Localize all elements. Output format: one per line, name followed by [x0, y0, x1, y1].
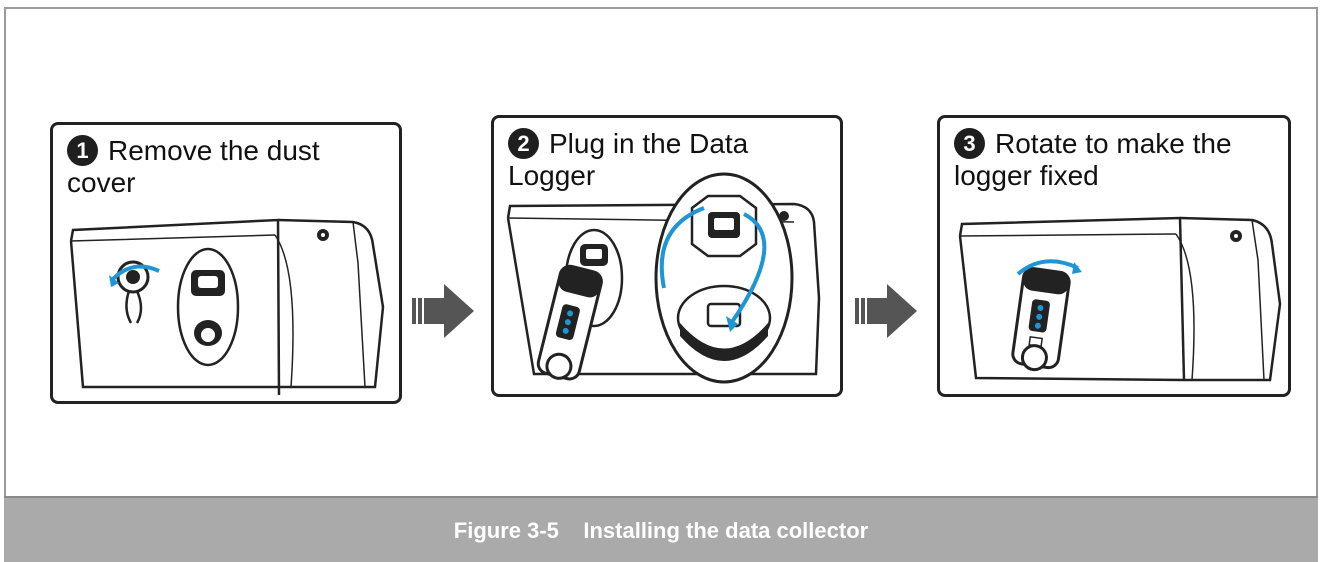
step-number-badge: 2 [508, 128, 539, 159]
step-label: Remove the dust cover [67, 135, 320, 198]
right-arrow-icon [412, 284, 474, 338]
figure-caption: Figure 3-5 Installing the data collector [453, 518, 869, 543]
inverter-dust-cover-illustration [69, 218, 385, 396]
right-arrow-icon [855, 284, 917, 338]
rotate-logger-illustration [958, 216, 1282, 382]
caption-bar: Figure 3-5 Installing the data collector [4, 496, 1318, 562]
step-label: Rotate to make the logger fixed [954, 128, 1232, 191]
step-number-badge: 1 [67, 135, 98, 166]
step-number-badge: 3 [954, 128, 985, 159]
plug-in-logger-illustration [506, 172, 821, 384]
step-label: Plug in the Data Logger [508, 128, 749, 191]
